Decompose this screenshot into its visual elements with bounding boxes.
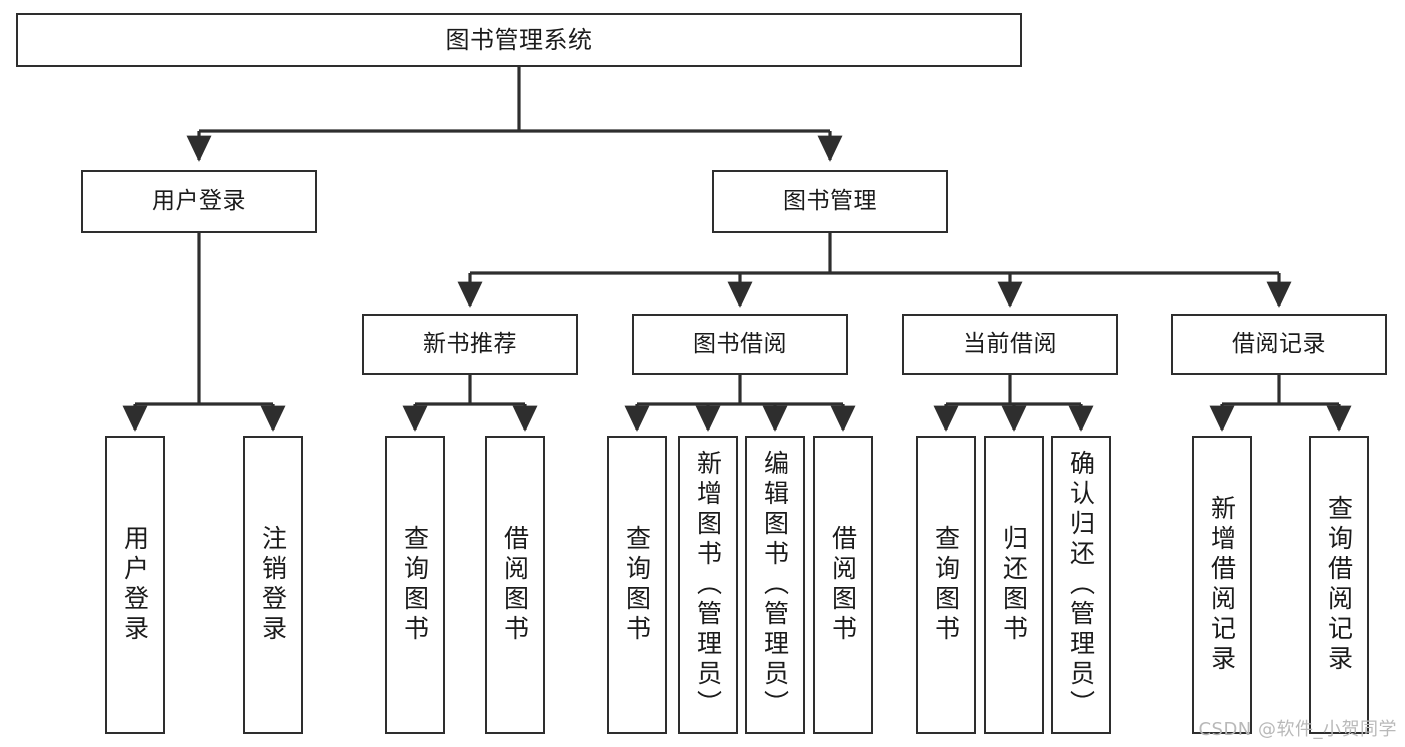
node-leaf-confirm-return-admin[interactable]: 确认归还（管理员）: [1051, 436, 1111, 734]
node-leaf-add-borrow-record[interactable]: 新增借阅记录: [1192, 436, 1252, 734]
node-label: 新书推荐: [423, 330, 517, 357]
node-leaf-return-book[interactable]: 归还图书: [984, 436, 1044, 734]
node-current-borrow[interactable]: 当前借阅: [902, 314, 1118, 375]
node-label: 借阅记录: [1232, 330, 1326, 357]
node-leaf-query-book-current[interactable]: 查询图书: [916, 436, 976, 734]
node-leaf-edit-book-admin[interactable]: 编辑图书（管理员）: [745, 436, 805, 734]
node-label: 归还图书: [999, 525, 1029, 645]
node-label: 查询借阅记录: [1324, 495, 1354, 675]
node-leaf-logout[interactable]: 注销登录: [243, 436, 303, 734]
node-label: 新增借阅记录: [1207, 495, 1237, 675]
node-leaf-add-book-admin[interactable]: 新增图书（管理员）: [678, 436, 738, 734]
node-borrow-record[interactable]: 借阅记录: [1171, 314, 1387, 375]
node-label: 借阅图书: [500, 525, 530, 645]
node-user-login[interactable]: 用户登录: [81, 170, 317, 233]
node-label: 用户登录: [120, 525, 150, 645]
node-leaf-user-login[interactable]: 用户登录: [105, 436, 165, 734]
node-label: 查询图书: [931, 525, 961, 645]
node-leaf-borrow-book[interactable]: 借阅图书: [813, 436, 873, 734]
node-label: 确认归还（管理员）: [1066, 450, 1096, 720]
node-label: 查询图书: [400, 525, 430, 645]
node-root-system[interactable]: 图书管理系统: [16, 13, 1022, 67]
node-label: 用户登录: [152, 187, 246, 214]
node-label: 查询图书: [622, 525, 652, 645]
node-label: 图书借阅: [693, 330, 787, 357]
node-label: 当前借阅: [963, 330, 1057, 357]
node-label: 图书管理: [783, 187, 877, 214]
node-leaf-borrow-book-recommend[interactable]: 借阅图书: [485, 436, 545, 734]
node-leaf-query-book-borrow[interactable]: 查询图书: [607, 436, 667, 734]
node-label: 新增图书（管理员）: [693, 450, 723, 720]
node-label: 注销登录: [258, 525, 288, 645]
node-leaf-query-book-recommend[interactable]: 查询图书: [385, 436, 445, 734]
node-label: 编辑图书（管理员）: [760, 450, 790, 720]
node-leaf-query-borrow-record[interactable]: 查询借阅记录: [1309, 436, 1369, 734]
node-label: 图书管理系统: [445, 25, 593, 54]
node-book-management[interactable]: 图书管理: [712, 170, 948, 233]
csdn-watermark: CSDN @软件_小贺同学: [1198, 719, 1397, 740]
node-book-borrow[interactable]: 图书借阅: [632, 314, 848, 375]
node-label: 借阅图书: [828, 525, 858, 645]
node-new-book-recommend[interactable]: 新书推荐: [362, 314, 578, 375]
